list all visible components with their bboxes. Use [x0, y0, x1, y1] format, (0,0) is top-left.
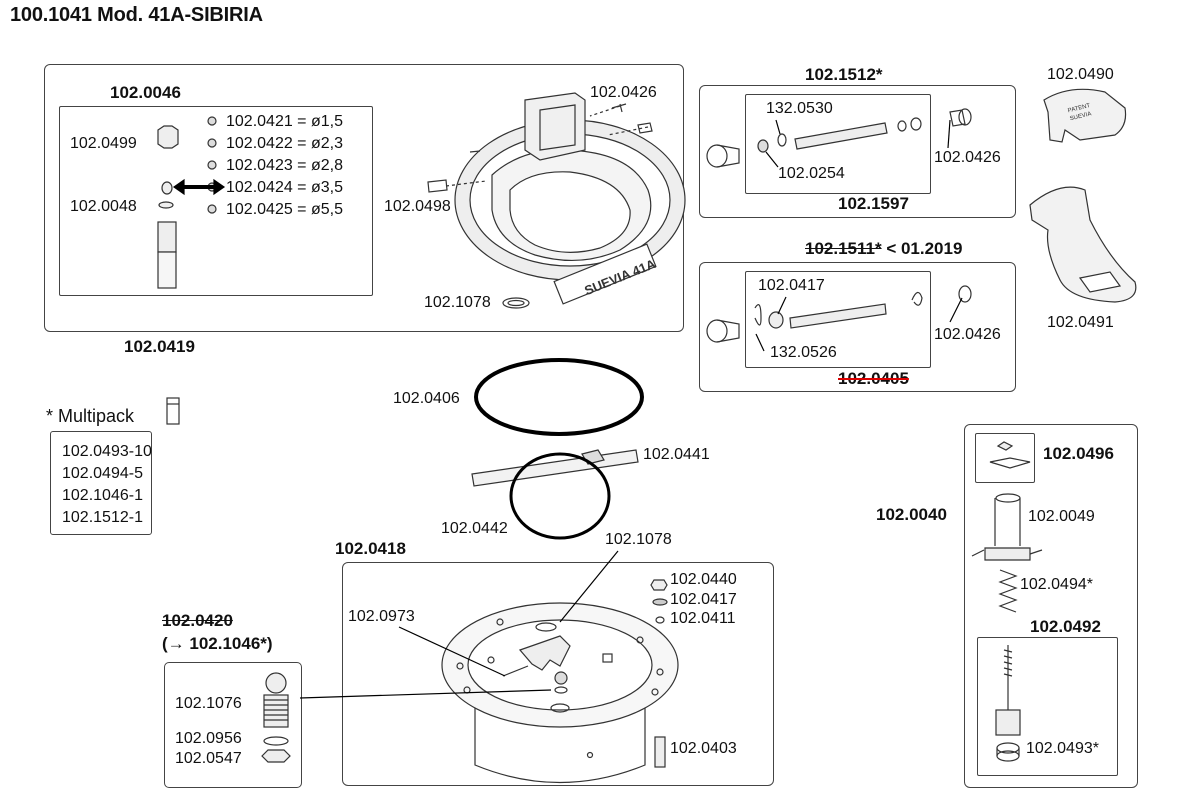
multipack-box — [50, 431, 152, 535]
paddle-new-drawing — [706, 108, 972, 168]
heater-box — [164, 662, 302, 788]
housing-drawing — [398, 550, 679, 784]
oring-drawing — [474, 358, 644, 436]
paddle-old-bottom: 102.0405 — [838, 369, 909, 388]
paddle-new-inner-box — [745, 94, 931, 194]
clamp-label: 102.0442 — [441, 520, 508, 537]
valve-head-title: 102.0496 — [1043, 444, 1114, 463]
housing-label-0411: 102.0411 — [670, 610, 736, 627]
multipack-item: 102.1512-1 — [62, 509, 143, 526]
nozzle-1: 102.0421 = ø1,5 — [226, 113, 343, 130]
valve-head-box — [975, 433, 1035, 483]
paddle-old-inner-box — [745, 271, 931, 368]
cover-top-drawing — [1043, 88, 1127, 143]
multipack-heading: * Multipack — [46, 406, 135, 426]
valve-lower-label: 102.0493* — [1026, 740, 1099, 757]
bowl-group-label: 102.0419 — [124, 337, 195, 356]
washer-label: 102.1078 — [424, 294, 491, 311]
housing-title: 102.0418 — [335, 539, 406, 558]
bowl-inner-title: 102.0046 — [110, 83, 181, 102]
multipack-item: 102.0494-5 — [62, 465, 143, 482]
paddle-old-title-struck: 102.1511* — [805, 239, 882, 258]
heater-label-1076: 102.1076 — [175, 695, 242, 712]
multipack-item: 102.0493-10 — [62, 443, 152, 460]
nozzle-icons — [207, 116, 217, 214]
paddle-new-label-0254: 102.0254 — [778, 165, 845, 182]
valve-lower-box — [977, 637, 1118, 776]
paddle-new-label-0426: 102.0426 — [934, 149, 1001, 166]
housing-label-0440: 102.0440 — [670, 571, 737, 588]
clamp-ring-drawing — [509, 452, 611, 540]
rail-label: 102.0441 — [643, 446, 710, 463]
paddle-new-title: 102.1512* — [805, 65, 883, 84]
valve-label-0049: 102.0049 — [1028, 508, 1095, 525]
page-title: 100.1041 Mod. 41A-SIBIRIA — [10, 4, 263, 26]
paddle-old-label-0417: 102.0417 — [758, 277, 825, 294]
housing-box — [342, 562, 774, 786]
paddle-new-box — [699, 85, 1016, 218]
valve-box — [964, 424, 1138, 788]
heater-label-0547: 102.0547 — [175, 750, 242, 767]
paddle-new-bottom: 102.1597 — [838, 194, 909, 213]
valve-inner-box — [59, 106, 373, 296]
nozzle-3: 102.0423 = ø2,8 — [226, 157, 343, 174]
paddle-old-drawing — [706, 285, 972, 343]
multipack-item: 102.1046-1 — [62, 487, 143, 504]
drinking-bowl-drawing: SUEVIA 41A — [427, 92, 686, 309]
heater-title-old: 102.0420 — [162, 611, 233, 630]
housing-label-0403: 102.0403 — [670, 740, 737, 757]
valve-assembly-title: 102.0040 — [876, 505, 947, 524]
screw-top-label: 102.0426 — [590, 84, 657, 101]
paddle-new-label-0530: 132.0530 — [766, 100, 833, 117]
nozzle-5: 102.0425 = ø5,5 — [226, 201, 343, 218]
paddle-old-box — [699, 262, 1016, 392]
cover-top-text-2: SUEVIA — [1069, 111, 1092, 122]
housing-label-1078: 102.1078 — [605, 531, 672, 548]
cover-top-label: 102.0490 — [1047, 66, 1114, 83]
valve-lower-title: 102.0492 — [1030, 617, 1101, 636]
cover-top-text-1: PATENT — [1067, 103, 1091, 114]
valve-drawing — [971, 441, 1043, 762]
nozzle-4: 102.0424 = ø3,5 — [226, 179, 343, 196]
housing-label-0973: 102.0973 — [348, 608, 415, 625]
cover-bottom-drawing — [1029, 186, 1137, 303]
paddle-old-label-0426: 102.0426 — [934, 326, 1001, 343]
valve-label-0494: 102.0494* — [1020, 576, 1093, 593]
oring-label: 102.0406 — [393, 390, 460, 407]
screw-left-label: 102.0498 — [384, 198, 451, 215]
paddle-old-title: 102.1511* < 01.2019 — [805, 240, 962, 258]
paddle-old-label-0526: 132.0526 — [770, 344, 837, 361]
heater-title-new: (→ 102.1046*) — [162, 634, 273, 653]
housing-label-0417: 102.0417 — [670, 591, 737, 608]
nozzle-2: 102.0422 = ø2,3 — [226, 135, 343, 152]
valve-label-0499: 102.0499 — [70, 135, 137, 152]
heater-drawing — [261, 672, 552, 763]
multipack-icon — [166, 397, 180, 425]
heater-label-0956: 102.0956 — [175, 730, 242, 747]
cover-bottom-label: 102.0491 — [1047, 314, 1114, 331]
valve-parts-drawing — [157, 125, 179, 289]
paddle-old-title-suffix: < 01.2019 — [881, 239, 963, 258]
valve-label-0048: 102.0048 — [70, 198, 137, 215]
multipack-list: 102.0493-10 102.0494-5 102.1046-1 102.15… — [62, 441, 152, 529]
